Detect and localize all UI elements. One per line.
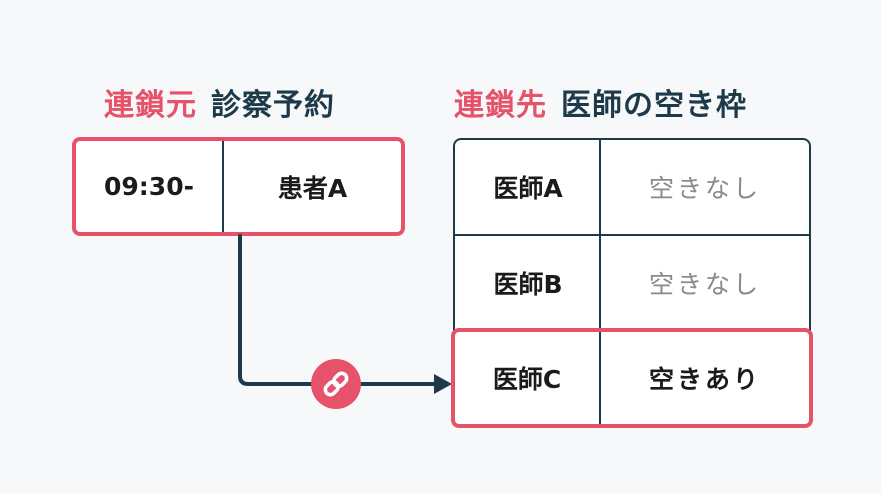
appointment-time: 09:30-	[104, 172, 194, 201]
row-divider	[455, 234, 809, 236]
source-heading-accent: 連鎖元	[104, 88, 197, 123]
doctor-name: 医師C	[492, 365, 562, 394]
target-heading-main: 医師の空き枠	[561, 88, 747, 123]
appointment-divider	[222, 141, 224, 232]
arrow-right-icon	[434, 374, 452, 394]
target-heading: 連鎖先医師の空き枠	[454, 80, 747, 124]
link-icon	[311, 359, 361, 409]
table-row: 医師B 空きなし	[455, 236, 809, 330]
target-heading-accent: 連鎖先	[454, 88, 547, 123]
highlighted-slot-row: 医師C 空きあり	[451, 328, 813, 428]
doctor-name: 医師A	[493, 174, 563, 203]
doctor-name: 医師B	[493, 270, 563, 299]
slot-status: 空きなし	[648, 174, 761, 203]
source-appointment-box: 09:30- 患者A	[72, 137, 405, 236]
slot-status: 空きなし	[648, 270, 761, 299]
slot-status: 空きあり	[648, 365, 761, 394]
appointment-patient: 患者A	[277, 173, 348, 203]
connector-line	[238, 234, 440, 386]
source-heading-main: 診察予約	[211, 88, 335, 123]
column-divider	[599, 332, 601, 424]
source-heading: 連鎖元診察予約	[104, 80, 335, 124]
column-divider	[599, 140, 601, 421]
table-row: 医師A 空きなし	[455, 140, 809, 234]
